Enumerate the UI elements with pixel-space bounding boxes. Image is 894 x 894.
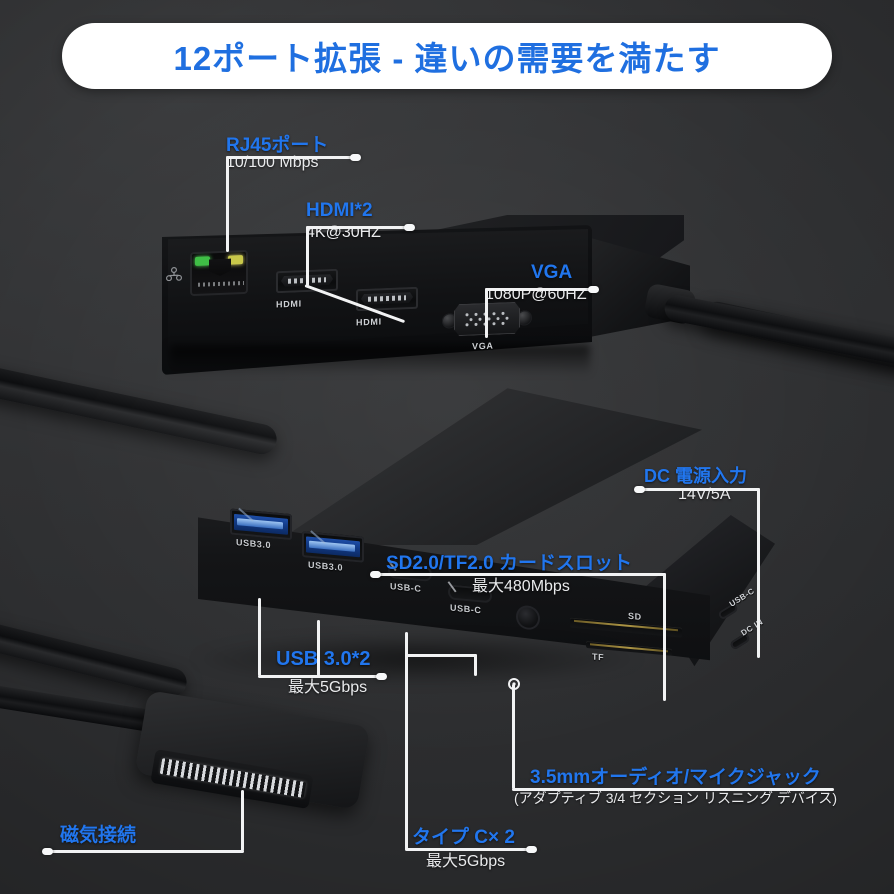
- callout-usb3-line-h: [258, 675, 384, 678]
- callout-sdtf-sub: 最大480Mbps: [472, 578, 570, 595]
- callout-dc-heading: DC 電源入力: [644, 466, 747, 486]
- callout-sdtf: SD2.0/TF2.0 カードスロット 最大480Mbps: [386, 548, 686, 608]
- usb3-port-1: [228, 507, 292, 541]
- page-title: 12ポート拡張 - 違いの需要を満たす: [173, 40, 721, 77]
- hub-main-body: USB3.0 USB3.0 USB-C USB-C SD TF USB-C DC…: [190, 385, 775, 725]
- rj45-latch: [209, 259, 231, 277]
- callout-dc-line-v: [757, 488, 760, 658]
- callout-hdmi-line-h: [306, 226, 412, 229]
- callout-audio-jack-line-v: [512, 684, 515, 789]
- callout-sdtf-line-v: [663, 573, 666, 701]
- network-icon: [166, 266, 182, 282]
- callout-audio-jack-sub: (アダプティブ 3/4 セクション リスニング デバイス): [514, 790, 838, 806]
- callout-vga-line-h: [485, 288, 595, 291]
- callout-vga-endpoint: [588, 286, 599, 293]
- rear-panel-shadow: [170, 345, 590, 375]
- callout-dc-endpoint: [634, 486, 645, 493]
- callout-sdtf-endpoint: [370, 571, 381, 578]
- sd-slot-label: SD: [628, 610, 642, 622]
- callout-typec-line-h: [405, 848, 533, 851]
- usb3-port-2-label: USB3.0: [308, 559, 344, 573]
- callout-rj45: RJ45ポート 10/100 Mbps: [196, 130, 416, 190]
- callout-magnetic-line-h: [48, 850, 244, 853]
- callout-typec-line-v: [405, 632, 408, 850]
- audio-jack-endpoint-icon: [508, 678, 520, 690]
- callout-magnetic-heading: 磁気接続: [60, 825, 137, 846]
- vga-port: [442, 301, 532, 338]
- callout-magnetic-endpoint: [42, 848, 53, 855]
- callout-magnetic-line-v: [241, 790, 244, 851]
- callout-usb3-sub: 最大5Gbps: [288, 679, 368, 696]
- callout-typec: タイプ C× 2 最大5Gbps: [412, 822, 612, 882]
- hdmi-port-1-label: HDMI: [276, 298, 302, 310]
- callout-vga-line-v: [485, 288, 488, 338]
- callout-usb3-line-v: [258, 598, 261, 676]
- title-banner: 12ポート拡張 - 違いの需要を満たす: [62, 23, 832, 89]
- callout-sdtf-line-h: [376, 573, 666, 576]
- callout-typec-branch-v: [474, 654, 477, 676]
- callout-rj45-line-h: [226, 156, 358, 159]
- hdmi-contacts: [368, 295, 406, 302]
- audio-jack-port: [516, 604, 540, 631]
- callout-audio-jack-heading: 3.5mmオーディオ/マイクジャック: [530, 767, 821, 788]
- rj45-led-green: [195, 256, 210, 266]
- callout-dc-line-h: [640, 488, 760, 491]
- callout-typec-sub: 最大5Gbps: [426, 853, 506, 870]
- usb3-port-2: [300, 530, 364, 563]
- tf-slot-label: TF: [592, 651, 605, 663]
- callout-hdmi-endpoint: [404, 224, 415, 231]
- usb3-port-1-label: USB3.0: [236, 537, 272, 551]
- callout-dc: DC 電源入力 14V/5A: [640, 462, 850, 522]
- callout-hdmi-heading: HDMI*2: [306, 200, 373, 221]
- callout-magnetic: 磁気接続: [60, 820, 280, 854]
- callout-sdtf-heading: SD2.0/TF2.0 カードスロット: [386, 553, 632, 574]
- callout-audio-jack: 3.5mmオーディオ/マイクジャック (アダプティブ 3/4 セクション リスニ…: [418, 762, 858, 820]
- vga-pins: [465, 311, 509, 327]
- vga-port-label: VGA: [472, 340, 494, 352]
- callout-typec-branch-h: [405, 654, 477, 657]
- hdmi-port-2-label: HDMI: [356, 316, 382, 328]
- callout-vga-heading: VGA: [531, 262, 573, 283]
- callout-usb3-endpoint: [376, 673, 387, 680]
- callout-typec-heading: タイプ C× 2: [412, 827, 515, 848]
- callout-rj45-line-v: [226, 156, 229, 252]
- callout-hdmi-line-v: [306, 226, 309, 286]
- callout-usb3: USB 3.0*2 最大5Gbps: [276, 648, 496, 708]
- callout-audio-jack-line-h: [512, 788, 834, 791]
- magnetic-connector: [0, 683, 400, 840]
- rj45-pins: [198, 281, 244, 287]
- rj45-port: [190, 249, 248, 297]
- callout-usb3-branch-v: [317, 620, 320, 676]
- callout-typec-endpoint: [526, 846, 537, 853]
- callout-rj45-heading: RJ45ポート: [226, 135, 329, 156]
- callout-usb3-heading: USB 3.0*2: [276, 648, 371, 670]
- callout-vga: VGA 1080P@60HZ: [485, 262, 685, 322]
- callout-rj45-endpoint: [350, 154, 361, 161]
